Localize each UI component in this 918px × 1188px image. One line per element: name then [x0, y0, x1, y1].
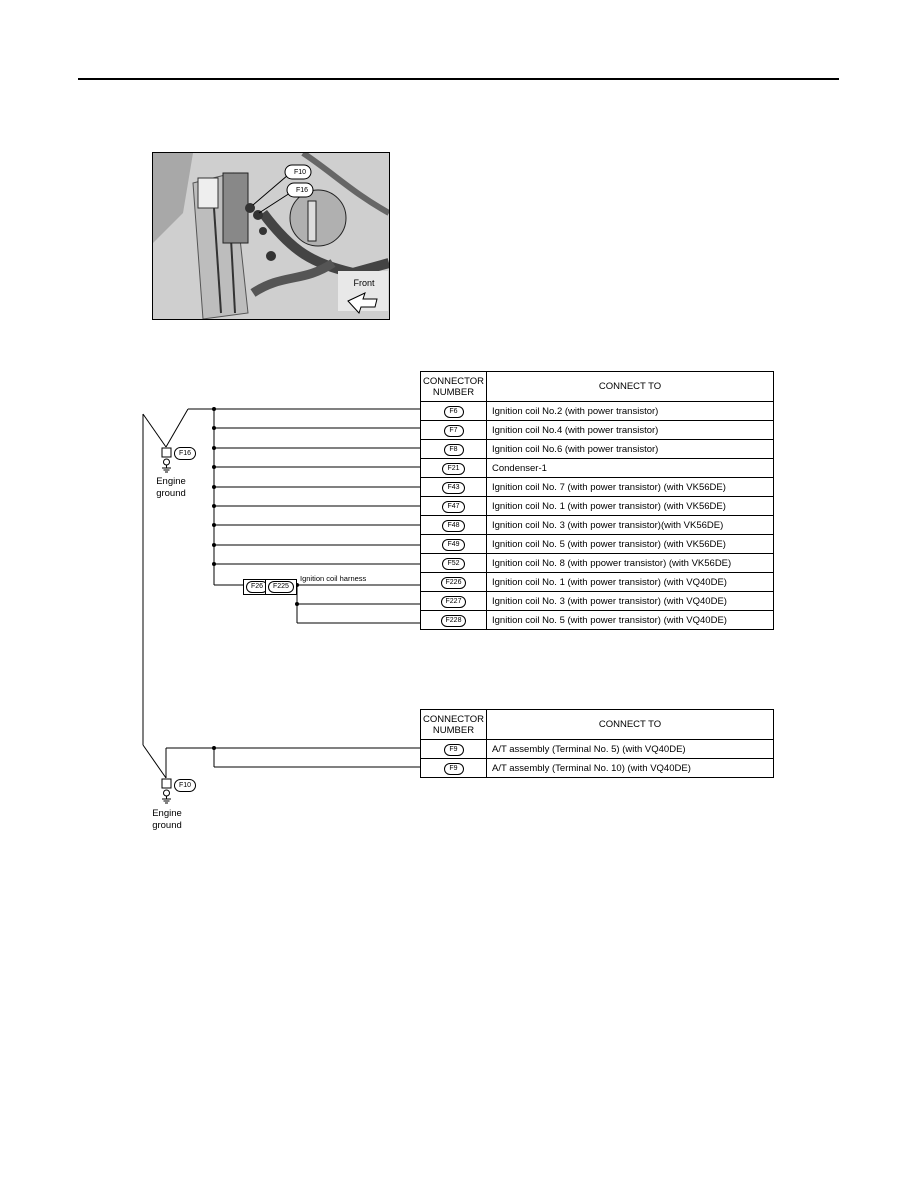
callout-f10: F10	[293, 169, 307, 176]
connect-to-description: A/T assembly (Terminal No. 5) (with VQ40…	[486, 739, 774, 759]
engine-photo: F10 F16 Front	[152, 152, 390, 320]
connect-to-description: Ignition coil No. 5 (with power transist…	[486, 534, 774, 554]
connector-tag: F52	[442, 557, 465, 570]
connector-number: F9	[420, 758, 487, 778]
connector-tag: F9	[443, 762, 464, 775]
connect-to-description: Ignition coil No.2 (with power transisto…	[486, 401, 774, 421]
table-row: F9 A/T assembly (Terminal No. 5) (with VQ…	[420, 739, 774, 759]
connector-number: F49	[420, 534, 487, 554]
harness-label: Ignition coil harness	[300, 574, 367, 583]
connector-tag: F43	[442, 481, 465, 494]
connect-to-description: Ignition coil No. 5 (with power transist…	[486, 610, 774, 630]
connector-tag: F8	[443, 443, 464, 456]
top-rule	[78, 78, 839, 80]
connect-to-description: Condenser-1	[486, 458, 774, 478]
table-row: F226 Ignition coil No. 1 (with power tran…	[420, 572, 774, 592]
connector-number: F9	[420, 739, 487, 759]
callout-f16: F16	[295, 187, 309, 194]
table-row: F52 Ignition coil No. 8 (with ppower tran…	[420, 553, 774, 573]
table-row: F227 Ignition coil No. 3 (with power tran…	[420, 591, 774, 611]
ground-tag-f10: F10	[174, 779, 197, 792]
connector-number: F6	[420, 401, 487, 421]
connector-tag: F21	[442, 462, 465, 475]
connector-number: F227	[420, 591, 487, 611]
header-connect-to: CONNECT TO	[486, 371, 774, 402]
connect-to-description: Ignition coil No. 3 (with power transist…	[486, 515, 774, 535]
connector-tag: F6	[443, 405, 464, 418]
connector-number: F226	[420, 572, 487, 592]
connector-number: F52	[420, 553, 487, 573]
header-connect-to: CONNECT TO	[486, 709, 774, 740]
connect-to-description: A/T assembly (Terminal No. 10) (with VQ4…	[486, 758, 774, 778]
connector-tag: F7	[443, 424, 464, 437]
connect-to-description: Ignition coil No. 3 (with power transist…	[486, 591, 774, 611]
table-row: F48 Ignition coil No. 3 (with power trans…	[420, 515, 774, 535]
connector-number: F48	[420, 515, 487, 535]
connector-tag: F48	[442, 519, 465, 532]
table-row: F228 Ignition coil No. 5 (with power tran…	[420, 610, 774, 630]
header-connector-number: CONNECTOR NUMBER	[420, 371, 487, 402]
engine-ground-label-2: Engine ground	[152, 808, 182, 831]
header-connector-number: CONNECTOR NUMBER	[420, 709, 487, 740]
connector-tag: F49	[442, 538, 465, 551]
engine-ground-label-1: Engine ground	[156, 476, 186, 499]
connect-to-description: Ignition coil No. 1 (with power transist…	[486, 496, 774, 516]
table-row: F49 Ignition coil No. 5 (with power trans…	[420, 534, 774, 554]
connect-to-description: Ignition coil No.4 (with power transisto…	[486, 420, 774, 440]
table-row: F47 Ignition coil No. 1 (with power trans…	[420, 496, 774, 516]
table-row: F9 A/T assembly (Terminal No. 10) (with V…	[420, 758, 774, 778]
table-row: F6 Ignition coil No.2 (with power transis…	[420, 401, 774, 421]
table-row: F7 Ignition coil No.4 (with power transis…	[420, 420, 774, 440]
connect-to-description: Ignition coil No.6 (with power transisto…	[486, 439, 774, 459]
connector-number: F7	[420, 420, 487, 440]
ground-tag-f16: F16	[174, 447, 197, 460]
connector-number: F43	[420, 477, 487, 497]
table-row: F21 Condenser-1	[420, 458, 774, 478]
connector-tag: F47	[442, 500, 465, 513]
connect-to-description: Ignition coil No. 7 (with power transist…	[486, 477, 774, 497]
connector-tag: F9	[443, 743, 464, 756]
connector-tag: F226	[440, 576, 467, 589]
connector-tag: F228	[440, 614, 467, 627]
connector-tag: F227	[440, 595, 467, 608]
table-row: F8 Ignition coil No.6 (with power transis…	[420, 439, 774, 459]
table-row: F43 Ignition coil No. 7 (with power trans…	[420, 477, 774, 497]
connector-number: F47	[420, 496, 487, 516]
connector-number: F228	[420, 610, 487, 630]
front-label: Front	[353, 278, 375, 288]
connect-to-description: Ignition coil No. 1 (with power transist…	[486, 572, 774, 592]
connect-to-description: Ignition coil No. 8 (with ppower transis…	[486, 553, 774, 573]
connector-number: F8	[420, 439, 487, 459]
connector-number: F21	[420, 458, 487, 478]
harness-connector-f225: F225	[265, 579, 297, 595]
